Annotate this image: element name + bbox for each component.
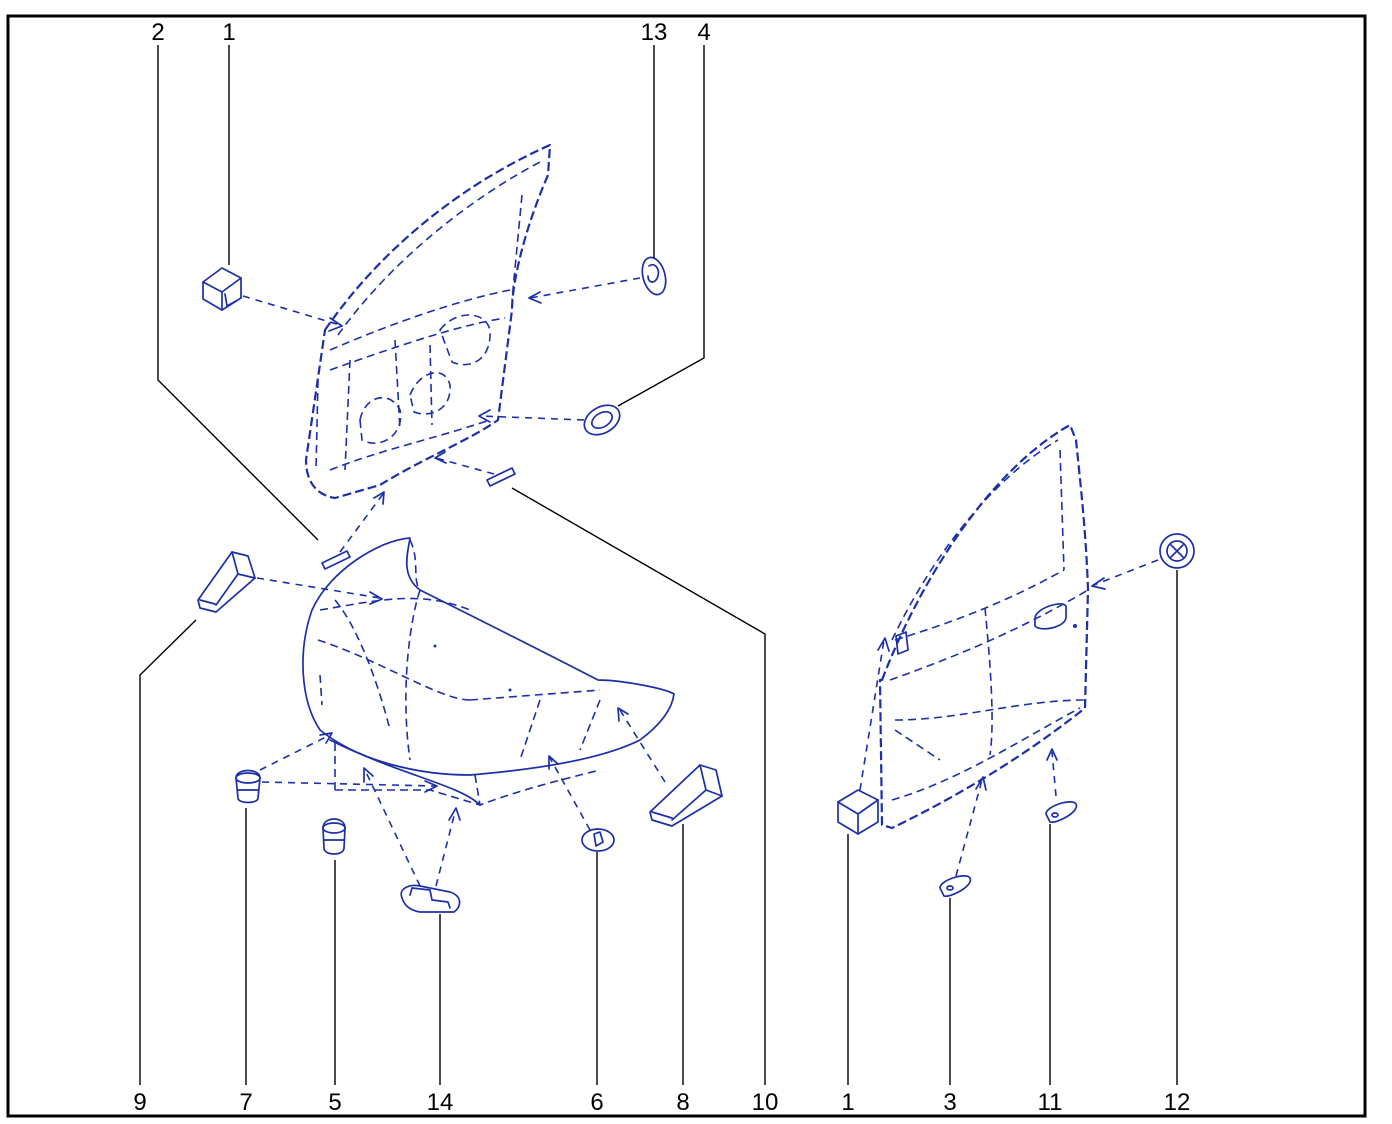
callout-1-top: 1 xyxy=(222,19,235,46)
part-7-buffer xyxy=(235,732,438,804)
callout-10: 10 xyxy=(752,1089,779,1116)
part-1-clip-cube-lower xyxy=(837,637,890,835)
callout-7: 7 xyxy=(239,1089,252,1116)
callout-11: 11 xyxy=(1038,1089,1063,1116)
part-4-plug xyxy=(478,404,621,436)
callout-numbers: 2 1 13 4 9 7 5 14 6 8 10 1 3 11 12 xyxy=(133,19,1190,1116)
leader-9 xyxy=(139,619,197,1085)
part-13-grommet xyxy=(528,256,667,304)
part-12-grommet xyxy=(1091,533,1195,590)
part-11-plug xyxy=(1045,748,1078,823)
hood-panel xyxy=(302,537,675,806)
callout-5: 5 xyxy=(328,1089,341,1116)
callout-6: 6 xyxy=(590,1089,603,1116)
callout-8: 8 xyxy=(676,1089,689,1116)
part-8-bump-stop-right xyxy=(617,707,723,827)
part-2-strip xyxy=(321,491,385,570)
part-10-strip xyxy=(434,451,516,487)
callout-1-bottom: 1 xyxy=(841,1089,854,1116)
front-door-outer xyxy=(878,423,1090,830)
callout-14: 14 xyxy=(427,1089,454,1116)
callout-4: 4 xyxy=(697,19,710,46)
leader-lines xyxy=(139,45,1178,1085)
diagram-frame xyxy=(6,14,1367,1118)
callout-3: 3 xyxy=(943,1089,956,1116)
callout-2: 2 xyxy=(151,19,164,46)
callout-13: 13 xyxy=(641,19,668,46)
leader-4 xyxy=(617,45,705,407)
part-5-buffer xyxy=(322,818,346,855)
callout-12: 12 xyxy=(1164,1089,1191,1116)
part-1-clip-cube-upper xyxy=(202,267,343,332)
leader-10 xyxy=(511,487,766,1085)
part-6-clip xyxy=(548,755,615,852)
front-door-inner xyxy=(304,143,552,500)
leader-2 xyxy=(157,45,319,541)
callout-9: 9 xyxy=(133,1089,146,1116)
part-3-plug xyxy=(939,776,987,897)
part-14-latch-bracket xyxy=(363,767,461,913)
part-9-bump-stop-left xyxy=(197,551,383,613)
